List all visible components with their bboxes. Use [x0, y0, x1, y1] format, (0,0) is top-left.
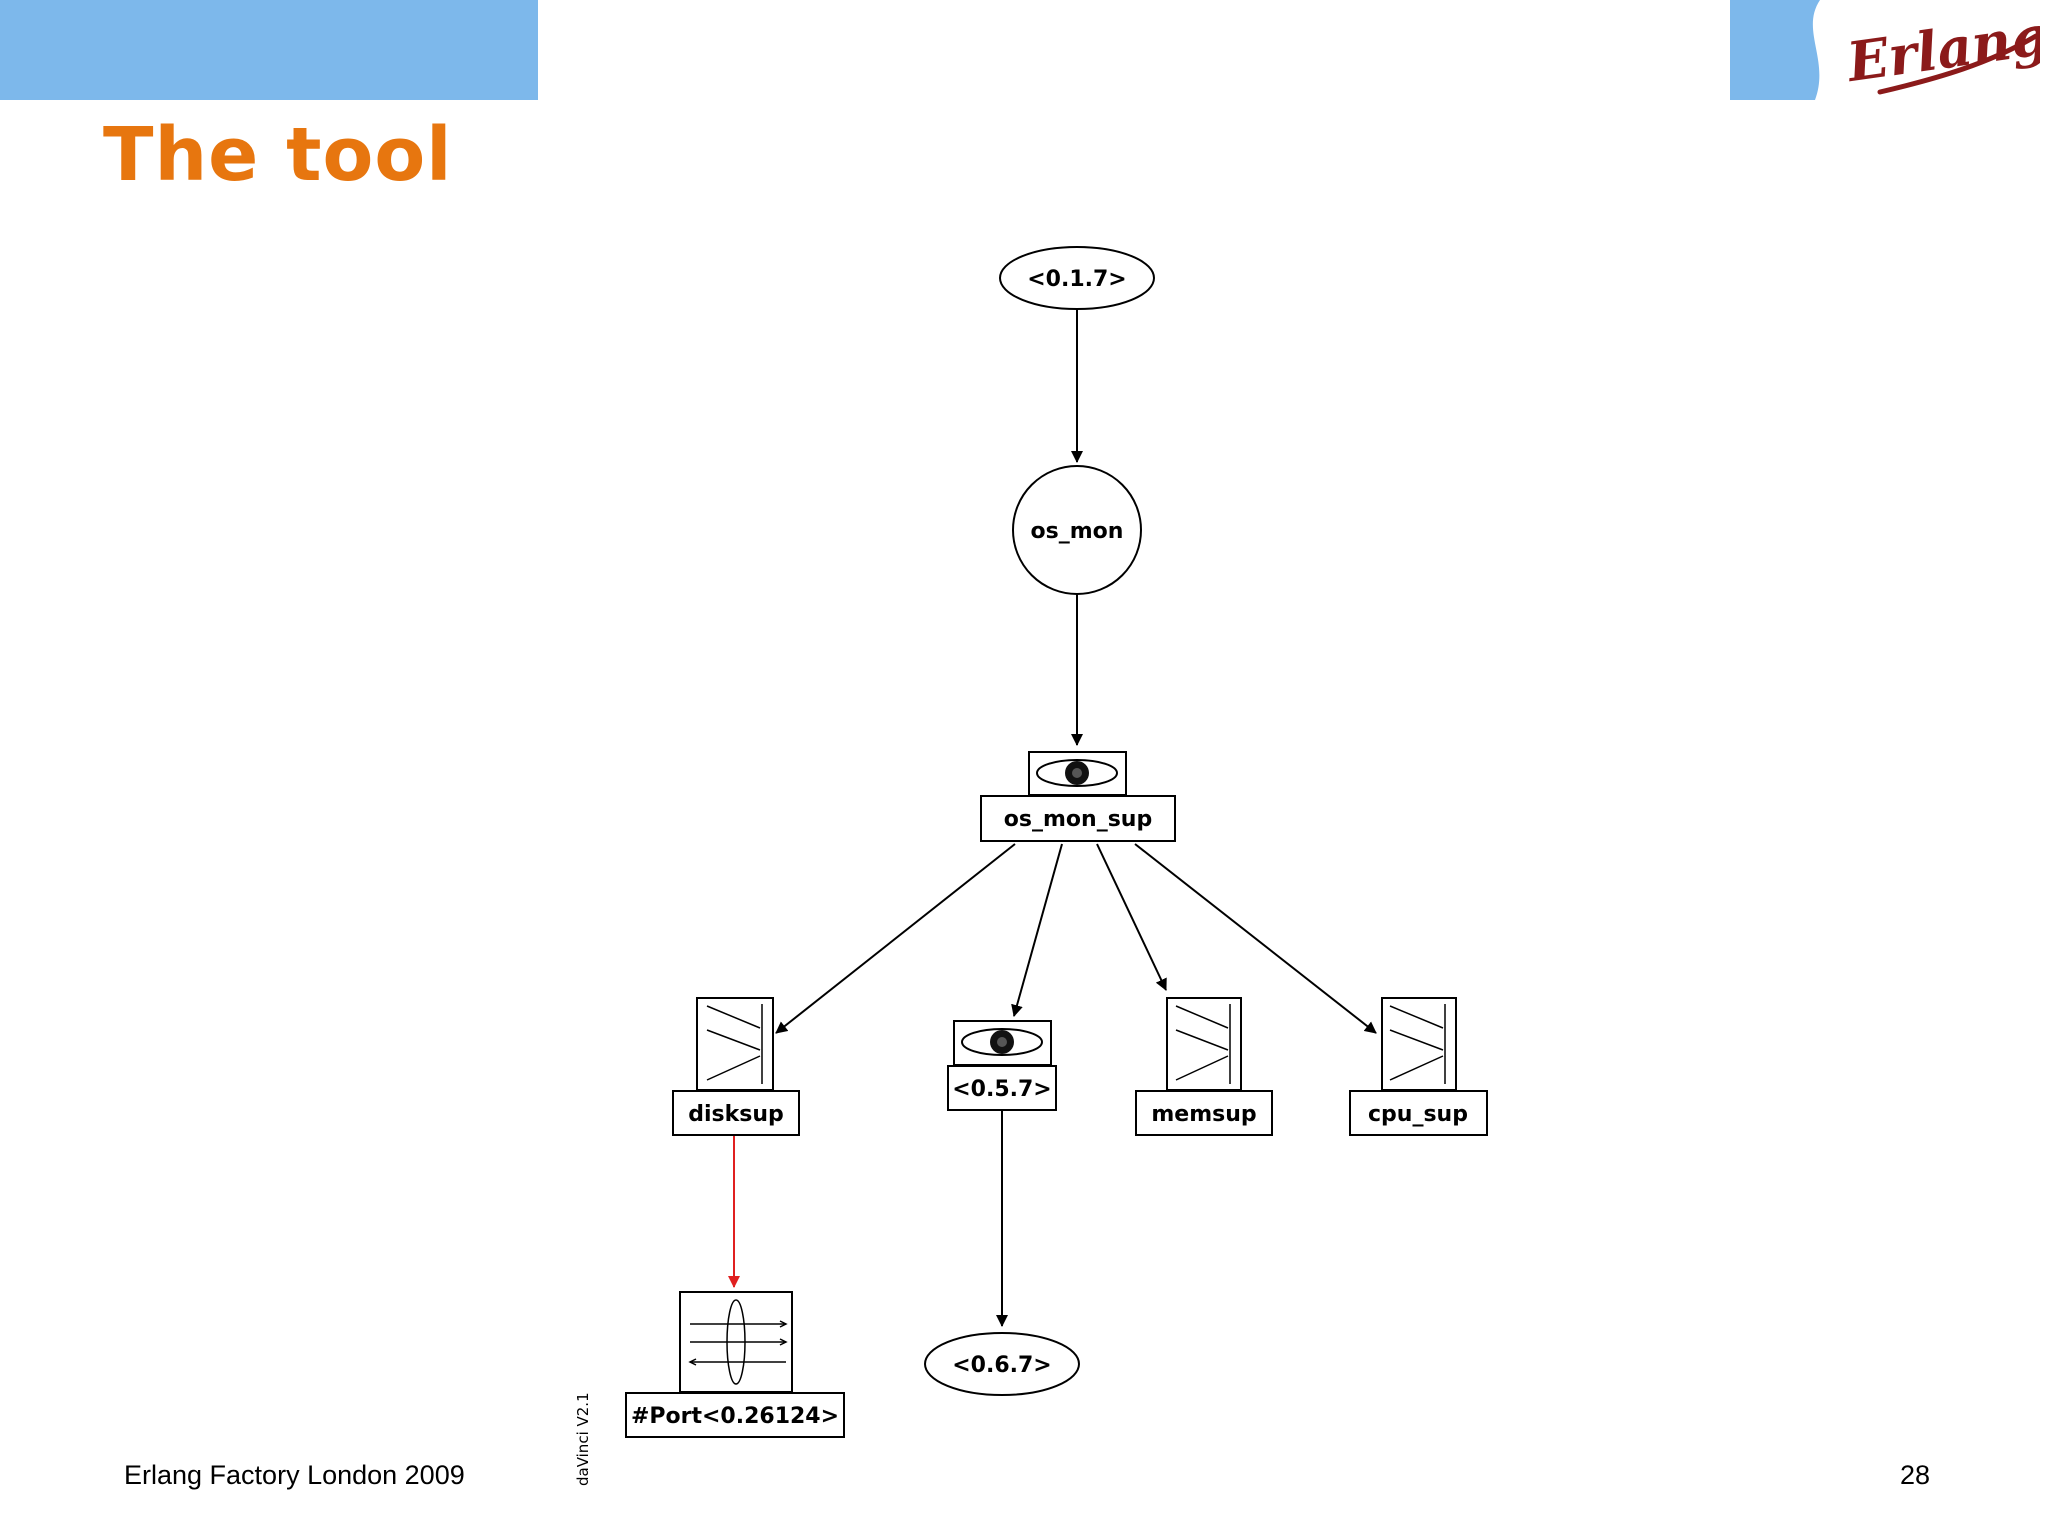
node-disksup-label: disksup [688, 1102, 784, 1127]
tool-version-label: daVinci V2.1 [574, 1392, 592, 1486]
node-disksup: disksup [672, 997, 800, 1136]
node-os-mon-sup-label: os_mon_sup [1004, 807, 1152, 832]
edge-osmonsup-057 [1011, 843, 1063, 1017]
node-os-mon-sup: os_mon_sup [980, 751, 1176, 842]
header-band-left [0, 0, 538, 100]
page-number: 28 [1900, 1460, 1931, 1490]
node-os-mon: os_mon [1012, 465, 1142, 595]
footer-event: Erlang Factory London 2009 [124, 1460, 465, 1490]
node-os-mon-label: os_mon [1031, 519, 1124, 544]
node-067-label: <0.6.7> [952, 1353, 1052, 1378]
node-port: #Port<0.26124> [625, 1291, 845, 1438]
node-memsup-label: memsup [1151, 1102, 1256, 1127]
node-017: <0.1.7> [999, 246, 1155, 310]
node-cpu-sup-label: cpu_sup [1368, 1102, 1468, 1127]
node-057: <0.5.7> [947, 1020, 1057, 1111]
worker-icon [706, 1004, 763, 1084]
node-017-label: <0.1.7> [1027, 267, 1127, 292]
node-memsup: memsup [1135, 997, 1273, 1136]
eye-icon [1036, 759, 1118, 787]
edge-osmonsup-disksup [775, 843, 1016, 1034]
node-port-label: #Port<0.26124> [631, 1404, 839, 1429]
port-icon [688, 1299, 788, 1385]
slide-title: The tool [103, 112, 453, 198]
erlang-logo: Erlang [1841, 8, 2040, 95]
edge-osmonsup-memsup [1096, 843, 1167, 991]
node-057-label: <0.5.7> [952, 1077, 1052, 1102]
worker-icon [1175, 1004, 1231, 1084]
node-067: <0.6.7> [924, 1332, 1080, 1396]
header-band-right [1730, 0, 2048, 100]
node-cpu-sup: cpu_sup [1349, 997, 1488, 1136]
edge-osmonsup-cpusup [1134, 843, 1377, 1034]
worker-icon [1389, 1004, 1446, 1084]
eye-icon [961, 1028, 1043, 1056]
